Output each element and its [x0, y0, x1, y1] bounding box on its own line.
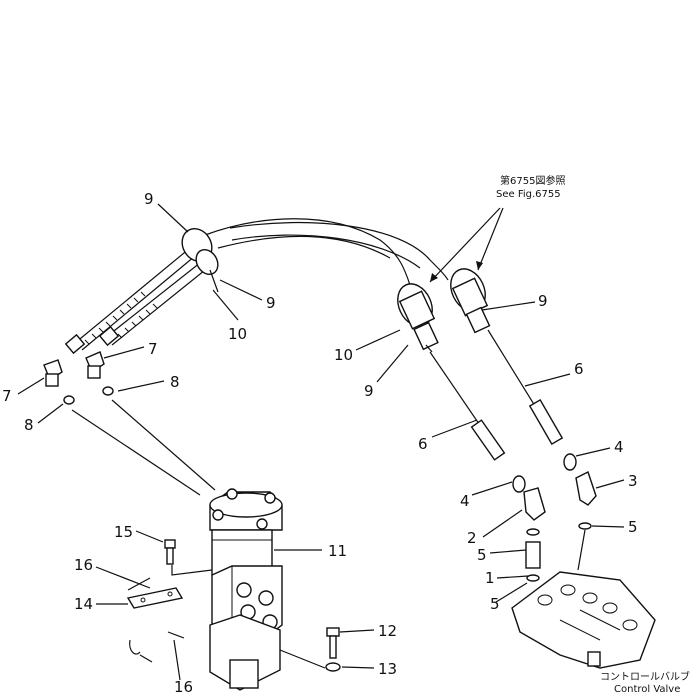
callout-9-right-lower: 9 — [364, 382, 374, 400]
leader-lines — [17, 203, 625, 681]
connector-1 — [525, 541, 541, 569]
callout-12: 12 — [378, 622, 397, 640]
left-hose-pair — [64, 218, 449, 355]
callout-10-left: 10 — [228, 325, 247, 343]
callout-8-left: 8 — [24, 416, 34, 434]
callout-9-right-upper: 9 — [538, 292, 548, 310]
ref-arrowhead-a — [430, 273, 438, 282]
callout-5-right: 5 — [628, 518, 638, 536]
callout-1: 1 — [485, 569, 495, 587]
hose-6-right-fitting — [528, 398, 564, 446]
callout-10-right: 10 — [334, 346, 353, 364]
callout-9-left-clamp: 9 — [266, 294, 276, 312]
pilot-valve-a — [397, 283, 439, 353]
ref-arrowhead-b — [476, 261, 483, 270]
callout-4-left: 4 — [460, 492, 470, 510]
bolt-15 — [164, 539, 176, 565]
pilot-valve-b — [450, 268, 491, 334]
callout-13: 13 — [378, 660, 397, 678]
cotter-pin-lower — [167, 631, 185, 639]
elbow-3 — [575, 471, 597, 506]
guide-line-left — [71, 409, 201, 496]
bolt-12 — [326, 627, 340, 659]
bolt-12-leader — [279, 649, 326, 669]
reference-note-jp: 第6755図参照 — [500, 174, 565, 187]
hose-clamp-left — [181, 227, 219, 293]
callout-16-lower: 16 — [174, 678, 193, 695]
guide-line-right — [111, 399, 216, 491]
mounting-plate — [126, 587, 184, 609]
o-ring-5c — [526, 574, 540, 582]
callout-11: 11 — [328, 542, 347, 560]
callout-7-upper: 7 — [148, 340, 158, 358]
callout-14: 14 — [74, 595, 93, 613]
ref-arrow-a — [429, 207, 501, 283]
callout-15: 15 — [114, 523, 133, 541]
washer-13 — [325, 662, 341, 672]
callout-9-top-left: 9 — [144, 190, 154, 208]
elbow-fitting-left — [43, 359, 63, 387]
callout-5-lower: 5 — [490, 595, 500, 613]
control-valve-note-jp: コントロールバルブ — [600, 670, 690, 683]
callout-4-right: 4 — [614, 438, 624, 456]
hose-6-left-fitting — [470, 419, 506, 461]
callout-2: 2 — [467, 529, 477, 547]
callout-6-left: 6 — [418, 435, 428, 453]
o-ring-left — [63, 395, 75, 405]
callout-16-upper: 16 — [74, 556, 93, 574]
spring-pin-left — [129, 639, 141, 655]
o-ring-5b — [526, 528, 540, 536]
reference-note-en: See Fig.6755 — [496, 189, 561, 200]
ref-arrow-b — [477, 207, 504, 271]
callout-7-left: 7 — [2, 387, 12, 405]
elbow-2 — [523, 487, 546, 521]
callout-5-middle: 5 — [477, 546, 487, 564]
elbow-fitting-right — [85, 351, 105, 379]
callout-3: 3 — [628, 472, 638, 490]
guide-line-elbow — [577, 529, 586, 571]
pilot-valve-body — [209, 488, 283, 691]
o-ring-right — [102, 386, 114, 396]
callout-8-upper: 8 — [170, 373, 180, 391]
spring-pin-lower — [139, 654, 153, 663]
control-valve-note-en: Control Valve — [614, 684, 680, 695]
o-ring-5a — [578, 522, 592, 530]
adapter-4-right — [563, 453, 577, 471]
callout-labels: 9 9 10 7 7 8 8 10 9 9 6 6 4 4 3 2 5 5 5 … — [2, 190, 638, 695]
bolt-15-leader — [171, 565, 213, 576]
adapter-4-left — [512, 475, 526, 493]
callout-6-right: 6 — [574, 360, 584, 378]
control-valve — [511, 571, 656, 669]
